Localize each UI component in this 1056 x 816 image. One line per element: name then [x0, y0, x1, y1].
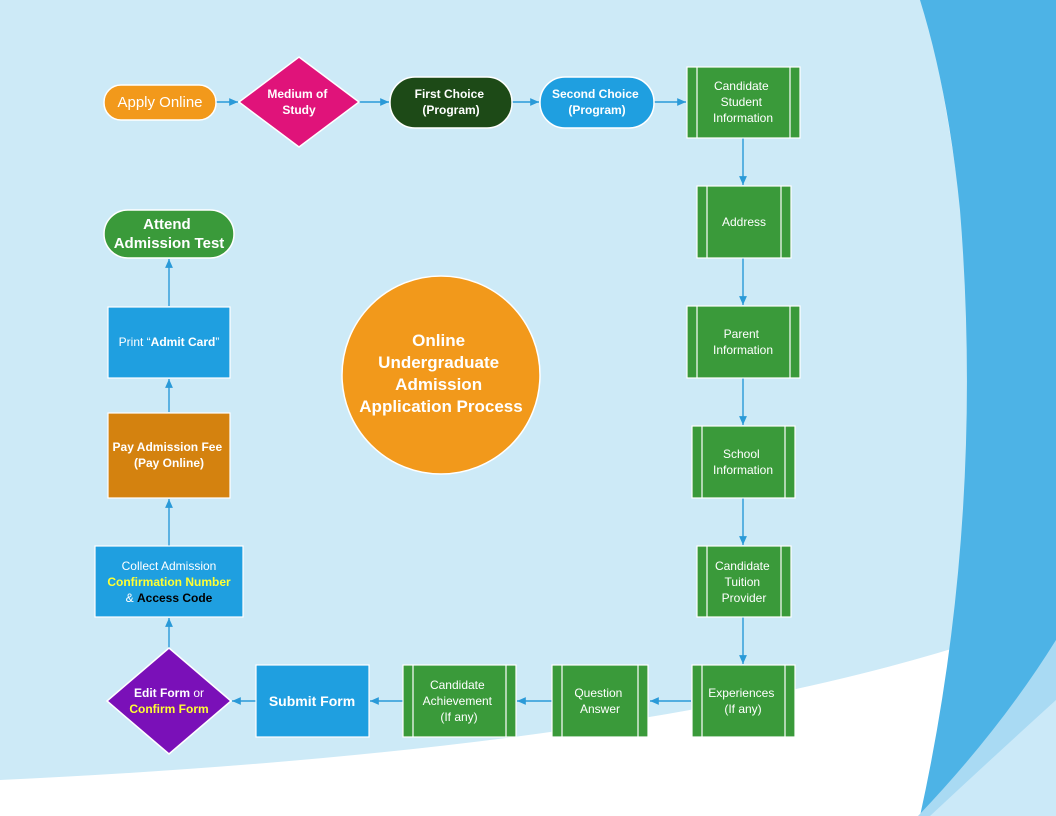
svg-text:Candidate Student: Candidate Student Information [713, 79, 773, 125]
svg-text:Pay Admission Fee (Pay O: Pay Admission Fee (Pay Online) [113, 440, 226, 470]
apply-online-label: Apply Online [117, 94, 202, 111]
svg-text:Online Undergraduate: Online Undergraduate Admission Applicati… [359, 331, 522, 416]
node-apply-online[interactable]: Apply Online [103, 84, 217, 121]
title-line-3: Admission [395, 375, 482, 394]
connectors [165, 98, 747, 705]
svg-text:Address: Address [722, 215, 766, 229]
node-edit-or-confirm-form[interactable]: Edit Form or Confirm Form [105, 647, 233, 755]
svg-text:Print “Admit Card”: Print “Admit Card” [119, 335, 220, 349]
node-question-answer[interactable]: Question Answer [551, 664, 649, 738]
svg-text:& Access Code: & Access Code [126, 591, 213, 605]
svg-text:Candidate Tuition: Candidate Tuition Provider [715, 559, 773, 605]
accent-swoosh-dark [920, 0, 1056, 816]
svg-text:Question Answer: Question Answer [574, 686, 625, 716]
svg-text:School Information: School Information [713, 447, 773, 477]
svg-text:Medium of Study: Medium of Study [267, 87, 330, 117]
process-title-circle: Online Undergraduate Admission Applicati… [341, 275, 541, 475]
svg-text:Second Choice (Program): Second Choice (Program) [552, 87, 642, 117]
svg-text:Edit Form or: Edit Form or [134, 686, 204, 700]
node-print-admit-card[interactable]: Print “Admit Card” [107, 306, 231, 379]
node-candidate-achievement[interactable]: Candidate Achievement (If any) [402, 664, 517, 738]
node-submit-form[interactable]: Submit Form [255, 664, 370, 738]
node-first-choice[interactable]: First Choice (Program) [389, 76, 513, 129]
title-line-1: Online [412, 331, 465, 350]
node-candidate-tuition-provider[interactable]: Candidate Tuition Provider [696, 545, 792, 618]
node-attend-admission-test[interactable]: Attend Admission Test [103, 209, 235, 259]
svg-text:Submit Form: Submit Form [269, 693, 355, 709]
node-medium-of-study[interactable]: Medium of Study [237, 56, 361, 148]
node-second-choice[interactable]: Second Choice (Program) [539, 76, 655, 129]
svg-text:Experiences (If any): Experiences (If any) [708, 686, 777, 716]
node-address[interactable]: Address [696, 185, 792, 259]
node-collect-admission[interactable]: Collect Admission Confirmation Number & … [94, 545, 244, 618]
svg-text:Confirmation Number: Confirmation Number [107, 575, 231, 589]
node-school-information[interactable]: School Information [691, 425, 796, 499]
title-line-2: Undergraduate [378, 353, 499, 372]
svg-text:Attend Admission Test: Attend Admission Test [114, 216, 225, 252]
svg-text:Confirm Form: Confirm Form [129, 702, 208, 716]
node-candidate-student-information[interactable]: Candidate Student Information [686, 66, 801, 139]
node-parent-information[interactable]: Parent Information [686, 305, 801, 379]
node-pay-admission-fee[interactable]: Pay Admission Fee (Pay Online) [107, 412, 231, 499]
svg-text:Parent Information: Parent Information [713, 327, 773, 357]
title-line-4: Application Process [359, 397, 522, 416]
svg-text:First Choice (Program): First Choice (Program) [415, 87, 488, 117]
svg-text:Collect Admission: Collect Admission [122, 559, 217, 573]
node-experiences[interactable]: Experiences (If any) [691, 664, 796, 738]
svg-text:Candidate Achievement: Candidate Achievement (If any) [423, 678, 496, 724]
